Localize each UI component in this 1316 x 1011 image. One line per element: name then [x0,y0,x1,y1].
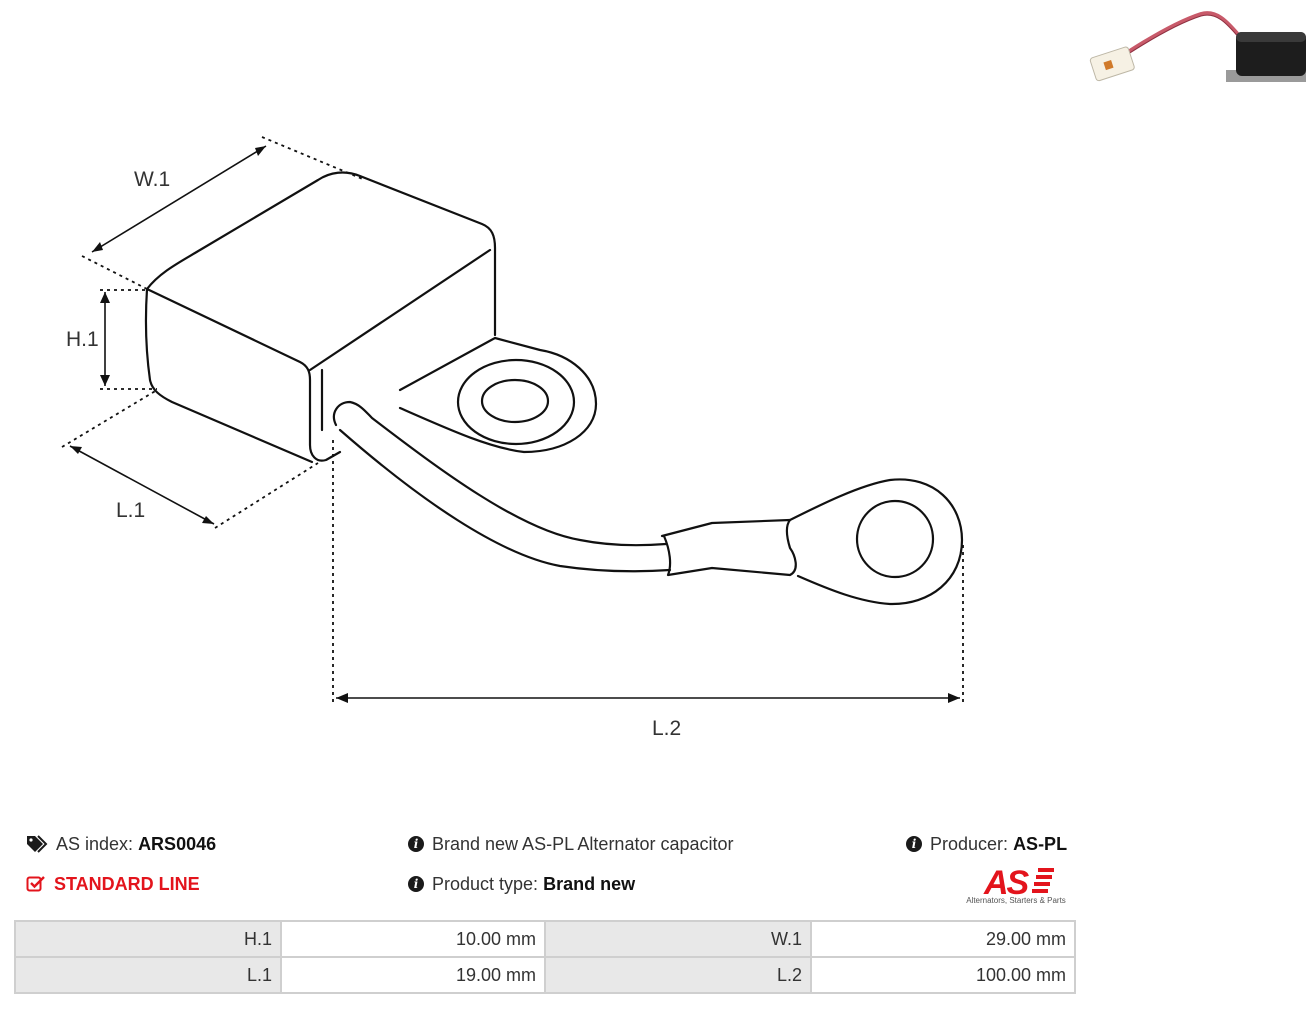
dimension-w1: W.1 [81,136,366,290]
check-square-icon [26,876,45,892]
capacitor-body [144,171,497,464]
spec-key: L.2 [544,956,812,994]
label-l1: L.1 [116,499,145,522]
description-text: Brand new AS-PL Alternator capacitor [432,834,734,854]
product-type: i Product type: Brand new [408,873,635,895]
info-icon: i [408,876,424,892]
as-index-label: AS index: [56,834,134,854]
label-h1: H.1 [66,328,99,351]
spec-key: W.1 [544,920,812,958]
mounting-tab [398,336,598,454]
technical-drawing: W.1 H.1 L.1 L.2 [61,136,964,740]
spec-key: L.1 [14,956,282,994]
description: i Brand new AS-PL Alternator capacitor [408,833,734,855]
logo-tagline: Alternators, Starters & Parts [966,896,1066,905]
producer: i Producer: AS-PL [906,833,1067,855]
product-type-label: Product type: [432,874,539,894]
svg-text:AS: AS [983,864,1030,896]
standard-line: STANDARD LINE [26,873,200,895]
dimensions-table: H.1 10.00 mm W.1 29.00 mm L.1 19.00 mm L… [14,920,1076,994]
as-logo-mark: AS [983,864,1054,896]
lead-wire [332,400,964,606]
spec-key: H.1 [14,920,282,958]
product-type-value: Brand new [543,874,636,894]
as-pl-logo: AS Alternators, Starters & Parts [962,862,1070,908]
producer-label: Producer: [930,834,1009,854]
as-index-value: ARS0046 [138,834,217,854]
spec-value: 29.00 mm [810,920,1076,958]
table-row: L.1 19.00 mm L.2 100.00 mm [14,956,1076,994]
spec-value: 10.00 mm [280,920,546,958]
producer-value: AS-PL [1013,834,1068,854]
product-thumbnail[interactable] [1086,0,1310,82]
tags-icon [27,835,48,853]
spec-value: 19.00 mm [280,956,546,994]
label-w1: W.1 [134,168,170,191]
spec-value: 100.00 mm [810,956,1076,994]
dimension-h1: H.1 [66,289,157,390]
info-icon: i [906,836,922,852]
info-icon: i [408,836,424,852]
label-l2: L.2 [652,717,681,740]
standard-line-text: STANDARD LINE [54,874,200,894]
as-index: AS index: ARS0046 [26,833,216,855]
dimension-l1: L.1 [61,389,319,529]
table-row: H.1 10.00 mm W.1 29.00 mm [14,920,1076,958]
dimension-l2: L.2 [332,440,964,740]
